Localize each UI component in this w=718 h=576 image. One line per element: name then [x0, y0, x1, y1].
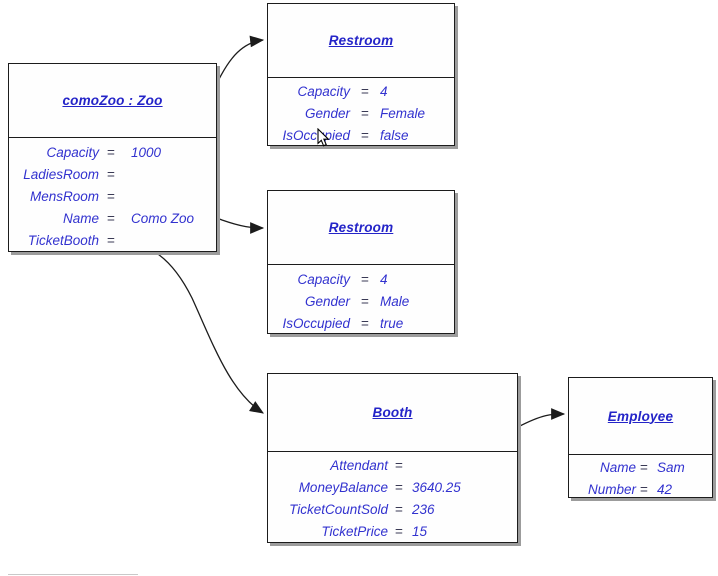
equals-sign: =	[361, 127, 369, 143]
attributes-compartment: Capacity = 4 Gender = Male IsOccupied = …	[268, 265, 454, 334]
attribute-row: Attendant =	[268, 455, 517, 477]
attribute-value: false	[380, 127, 409, 143]
object-title: Restroom	[268, 4, 454, 78]
attribute-row: MoneyBalance = 3640.25	[268, 477, 517, 499]
attribute-name: IsOccupied	[282, 127, 350, 143]
equals-sign: =	[107, 145, 115, 161]
attribute-name: Capacity	[297, 272, 350, 288]
attribute-row: IsOccupied = true	[268, 313, 454, 335]
object-box-restroom-female[interactable]: Restroom Capacity = 4 Gender = Female Is…	[267, 3, 455, 146]
attributes-compartment: Capacity = 1000 LadiesRoom = MensRoom = …	[9, 138, 216, 251]
attribute-row: TicketCountSold = 236	[268, 499, 517, 521]
attribute-value: 4	[380, 272, 388, 288]
attribute-name: MoneyBalance	[298, 480, 388, 496]
attributes-compartment: Name = Sam Number = 42	[569, 455, 712, 501]
object-box-restroom-male[interactable]: Restroom Capacity = 4 Gender = Male IsOc…	[267, 190, 455, 334]
attribute-value: Male	[380, 294, 410, 310]
attribute-row: Capacity = 4	[268, 269, 454, 291]
attribute-row: LadiesRoom =	[9, 164, 216, 186]
equals-sign: =	[107, 210, 115, 226]
attribute-value: 42	[657, 482, 673, 498]
object-box-booth[interactable]: Booth Attendant = MoneyBalance = 3640.25…	[267, 373, 518, 543]
equals-sign: =	[361, 294, 369, 310]
attributes-compartment: Attendant = MoneyBalance = 3640.25 Ticke…	[268, 452, 517, 542]
attribute-value: 236	[412, 501, 435, 517]
attribute-row: Number = 42	[569, 479, 712, 501]
attribute-name: Capacity	[46, 145, 99, 161]
attribute-row: TicketBooth =	[9, 229, 216, 251]
equals-sign: =	[361, 315, 369, 331]
object-title: Restroom	[268, 191, 454, 265]
equals-sign: =	[361, 106, 369, 122]
attribute-value: 15	[412, 523, 428, 539]
equals-sign: =	[395, 523, 403, 539]
equals-sign: =	[395, 480, 403, 496]
equals-sign: =	[640, 460, 648, 476]
attribute-row: Name = Como Zoo	[9, 207, 216, 229]
attribute-name: TicketPrice	[321, 523, 388, 539]
attribute-row: Gender = Female	[268, 103, 454, 125]
attribute-name: Attendant	[330, 458, 388, 474]
attribute-name: TicketBooth	[27, 232, 99, 248]
object-title: Employee	[569, 378, 712, 455]
attribute-name: IsOccupied	[282, 315, 350, 331]
attribute-name: Capacity	[297, 84, 350, 100]
equals-sign: =	[395, 501, 403, 517]
object-title: comoZoo : Zoo	[9, 64, 216, 138]
equals-sign: =	[107, 232, 115, 248]
attribute-name: LadiesRoom	[23, 167, 99, 183]
attribute-name: TicketCountSold	[289, 501, 388, 517]
attribute-value: Como Zoo	[131, 210, 195, 226]
object-box-comozoo[interactable]: comoZoo : Zoo Capacity = 1000 LadiesRoom…	[8, 63, 217, 252]
attribute-value: 1000	[131, 145, 162, 161]
equals-sign: =	[107, 167, 115, 183]
attribute-name: Name	[62, 210, 99, 226]
attribute-row: Gender = Male	[268, 291, 454, 313]
attribute-value: true	[380, 315, 404, 331]
equals-sign: =	[640, 482, 648, 498]
attribute-value: Female	[380, 106, 426, 122]
equals-sign: =	[361, 84, 369, 100]
attributes-compartment: Capacity = 4 Gender = Female IsOccupied …	[268, 78, 454, 146]
link-ticketbooth-to-booth[interactable]	[116, 239, 264, 414]
equals-sign: =	[361, 272, 369, 288]
object-title: Booth	[268, 374, 517, 452]
attribute-row: Capacity = 4	[268, 81, 454, 103]
attribute-value: Sam	[657, 460, 685, 476]
bottom-edge-artifact	[8, 574, 138, 575]
attribute-row: Name = Sam	[569, 457, 712, 479]
attribute-name: Name	[599, 460, 636, 476]
equals-sign: =	[107, 188, 115, 204]
attribute-name: Number	[587, 482, 636, 498]
attribute-value: 4	[380, 84, 388, 100]
attribute-name: Gender	[304, 294, 350, 310]
attribute-row: TicketPrice = 15	[268, 520, 517, 542]
attribute-row: IsOccupied = false	[268, 125, 454, 147]
attribute-row: MensRoom =	[9, 186, 216, 208]
attribute-name: Gender	[304, 106, 350, 122]
attribute-value: 3640.25	[412, 480, 461, 496]
equals-sign: =	[395, 458, 403, 474]
attribute-row: Capacity = 1000	[9, 142, 216, 164]
object-box-employee[interactable]: Employee Name = Sam Number = 42	[568, 377, 713, 498]
attribute-name: MensRoom	[29, 188, 99, 204]
